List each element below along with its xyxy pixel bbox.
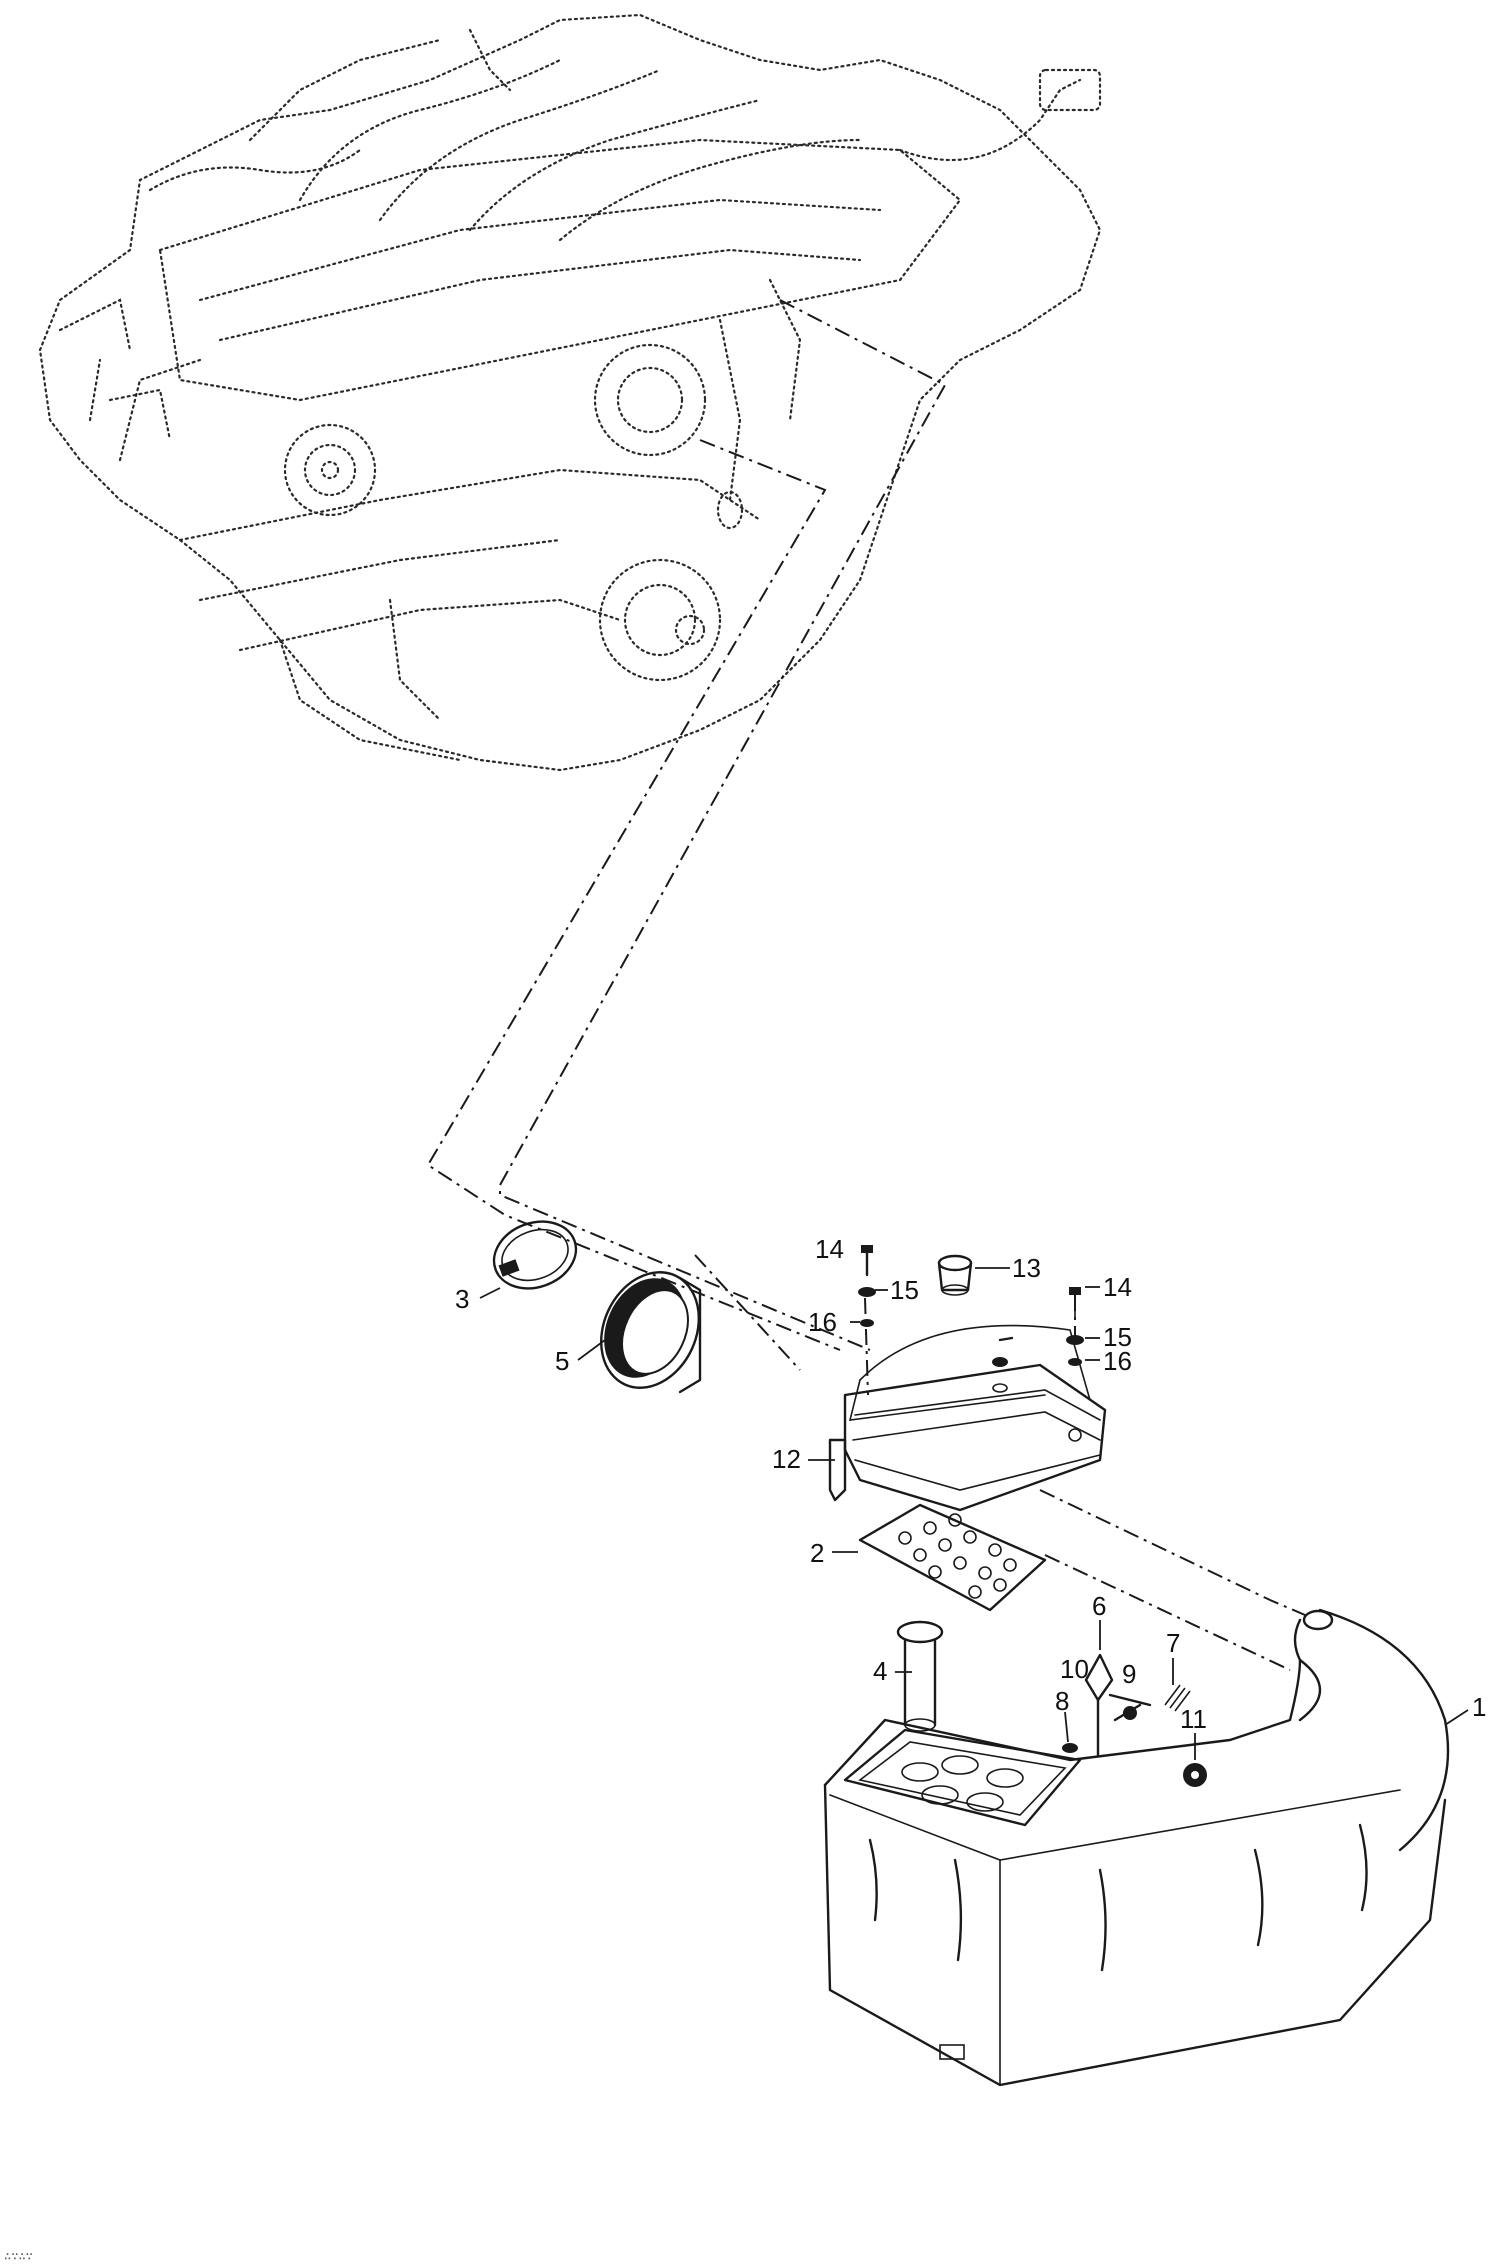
callout-2: 2 <box>810 1538 824 1568</box>
callout-9: 9 <box>1122 1659 1136 1689</box>
leader-lines <box>479 1267 1469 1760</box>
rubber-sleeve <box>600 1271 702 1394</box>
callout-3: 3 <box>455 1284 469 1314</box>
intake-tube <box>896 1620 944 1732</box>
assembly-guide-lines <box>426 299 1306 1671</box>
plug <box>937 1254 973 1296</box>
callout-10: 10 <box>1060 1654 1089 1684</box>
corner-mark: ∴∵∴∵ <box>4 2249 33 2263</box>
gasket <box>858 1503 1047 1612</box>
callout-13: 13 <box>1012 1253 1041 1283</box>
engine-illustration <box>38 13 1102 772</box>
fasteners-right <box>992 1287 1084 1393</box>
silencer-cover <box>828 1324 1107 1512</box>
callout-4: 4 <box>873 1656 887 1686</box>
callout-16-right: 16 <box>1103 1346 1132 1376</box>
small-hardware <box>1062 1653 1207 1787</box>
callout-11: 11 <box>1180 1704 1207 1734</box>
gasket-holes <box>898 1513 1017 1599</box>
callout-15-right: 15 <box>1103 1322 1132 1352</box>
callout-6: 6 <box>1092 1591 1106 1621</box>
callout-8: 8 <box>1055 1686 1069 1716</box>
callout-16-left: 16 <box>808 1307 837 1337</box>
callout-7: 7 <box>1166 1628 1180 1658</box>
callout-14-right: 14 <box>1103 1272 1132 1302</box>
muffler-body <box>823 1608 1450 2087</box>
callout-5: 5 <box>555 1346 569 1376</box>
callout-1: 1 <box>1472 1692 1486 1722</box>
callout-15-left: 15 <box>890 1275 919 1305</box>
callout-12: 12 <box>772 1444 801 1474</box>
callout-14-left: 14 <box>815 1234 844 1264</box>
fasteners-left <box>858 1245 876 1327</box>
hose-clamp <box>492 1220 578 1290</box>
part-callouts: 1 2 3 4 5 6 7 8 9 10 11 12 13 14 14 15 1… <box>455 1234 1486 1734</box>
